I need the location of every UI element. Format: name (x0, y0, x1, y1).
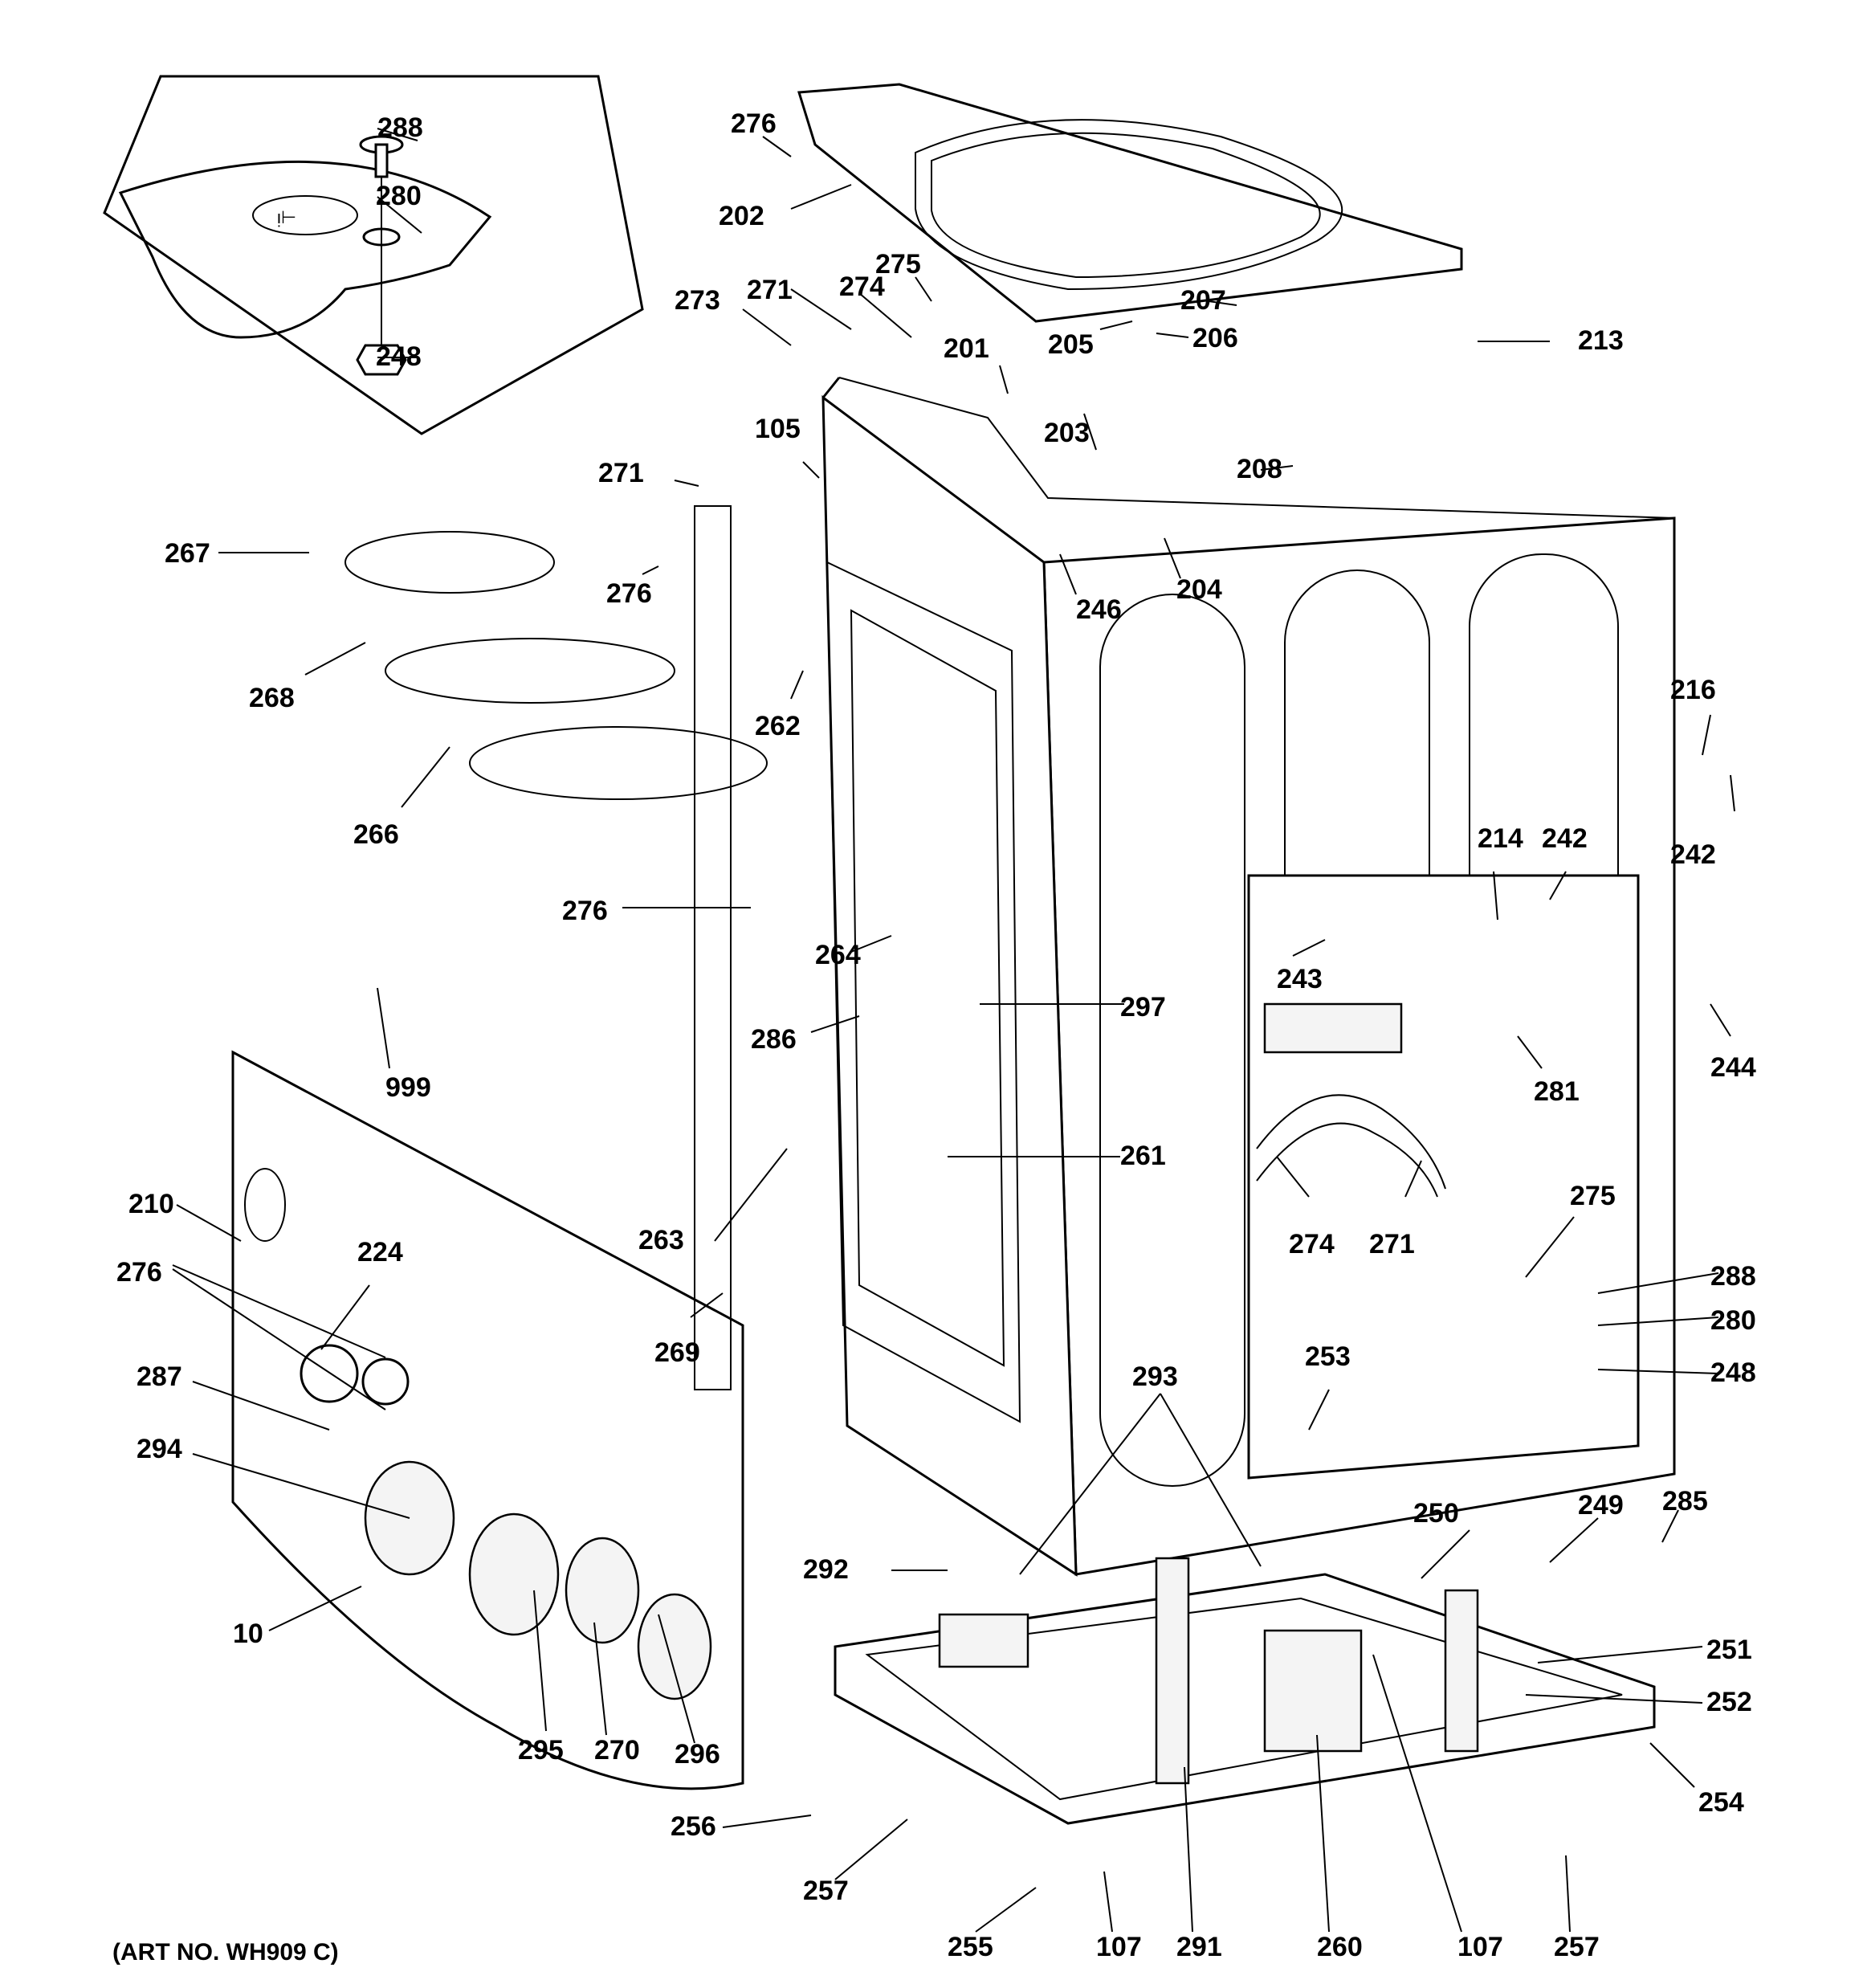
callout-252: 252 (1706, 1687, 1752, 1717)
callout-203: 203 (1044, 418, 1090, 448)
callout-213: 213 (1578, 325, 1624, 356)
callout-288: 288 (1710, 1261, 1756, 1292)
callout-261: 261 (1120, 1141, 1166, 1171)
front-panel (231, 1050, 744, 1790)
side-panel (826, 561, 1021, 1423)
callout-269: 269 (654, 1337, 700, 1368)
callout-255: 255 (948, 1932, 993, 1962)
callout-256: 256 (671, 1811, 716, 1842)
callout-205: 205 (1048, 329, 1094, 360)
callout-216: 216 (1670, 675, 1716, 705)
callout-260: 260 (1317, 1932, 1363, 1962)
callout-271: 271 (1369, 1229, 1415, 1259)
inset-detail: ᴉ⊢ (103, 75, 644, 435)
callout-262: 262 (755, 711, 801, 741)
callout-204: 204 (1176, 574, 1222, 605)
callout-208: 208 (1237, 454, 1282, 484)
callout-275: 275 (1570, 1181, 1616, 1211)
callout-254: 254 (1698, 1787, 1744, 1818)
callout-288: 288 (377, 112, 423, 143)
callout-286: 286 (751, 1024, 797, 1055)
callout-274: 274 (1289, 1229, 1335, 1259)
callout-264: 264 (815, 940, 861, 970)
art-number: (ART NO. WH909 C) (112, 1939, 339, 1966)
callout-275: 275 (875, 249, 921, 280)
callout-242: 242 (1670, 839, 1716, 870)
hoses (344, 505, 768, 1390)
callout-271: 271 (747, 275, 793, 305)
callout-253: 253 (1305, 1341, 1351, 1372)
callout-268: 268 (249, 683, 295, 713)
svg-text:ᴉ⊢: ᴉ⊢ (277, 207, 296, 227)
callout-248: 248 (1710, 1357, 1756, 1388)
callout-276: 276 (562, 896, 608, 926)
callout-287: 287 (137, 1361, 182, 1392)
callout-293: 293 (1132, 1361, 1178, 1392)
callout-276: 276 (606, 578, 652, 609)
cabinet (821, 377, 1676, 1577)
callout-271: 271 (598, 458, 644, 488)
callout-267: 267 (165, 538, 210, 569)
callout-105: 105 (755, 414, 801, 444)
callout-202: 202 (719, 201, 764, 231)
callout-270: 270 (594, 1735, 640, 1766)
callout-297: 297 (1120, 992, 1166, 1023)
callout-257: 257 (803, 1876, 849, 1906)
callout-224: 224 (357, 1237, 403, 1268)
callout-266: 266 (353, 819, 399, 850)
callout-201: 201 (944, 333, 989, 364)
callout-257: 257 (1554, 1932, 1600, 1962)
callout-285: 285 (1662, 1486, 1708, 1517)
callout-246: 246 (1076, 594, 1122, 625)
callout-294: 294 (137, 1434, 182, 1464)
leader-lines (172, 128, 1735, 1933)
callout-251: 251 (1706, 1635, 1752, 1665)
top-cover (797, 83, 1463, 323)
callout-207: 207 (1180, 285, 1226, 316)
callout-273: 273 (675, 285, 720, 316)
callout-243: 243 (1277, 964, 1323, 994)
callout-206: 206 (1192, 323, 1238, 353)
callout-214: 214 (1478, 823, 1523, 854)
callout-10: 10 (233, 1619, 263, 1649)
callout-276: 276 (731, 108, 777, 139)
callout-242: 242 (1542, 823, 1588, 854)
callout-274: 274 (839, 271, 885, 302)
callout-280: 280 (1710, 1305, 1756, 1336)
callout-250: 250 (1413, 1498, 1459, 1529)
callout-276: 276 (116, 1257, 162, 1288)
callout-295: 295 (518, 1735, 564, 1766)
callout-296: 296 (675, 1739, 720, 1770)
base-frame (834, 1557, 1656, 1825)
callout-292: 292 (803, 1554, 849, 1585)
callout-244: 244 (1710, 1052, 1756, 1083)
callout-107: 107 (1457, 1932, 1503, 1962)
callout-263: 263 (638, 1225, 684, 1255)
callout-248: 248 (376, 341, 422, 372)
callout-249: 249 (1578, 1490, 1624, 1521)
callout-280: 280 (376, 181, 422, 211)
callout-281: 281 (1534, 1076, 1580, 1107)
callout-210: 210 (128, 1189, 174, 1219)
callout-291: 291 (1176, 1932, 1222, 1962)
callout-107: 107 (1096, 1932, 1142, 1962)
callout-999: 999 (385, 1072, 431, 1103)
